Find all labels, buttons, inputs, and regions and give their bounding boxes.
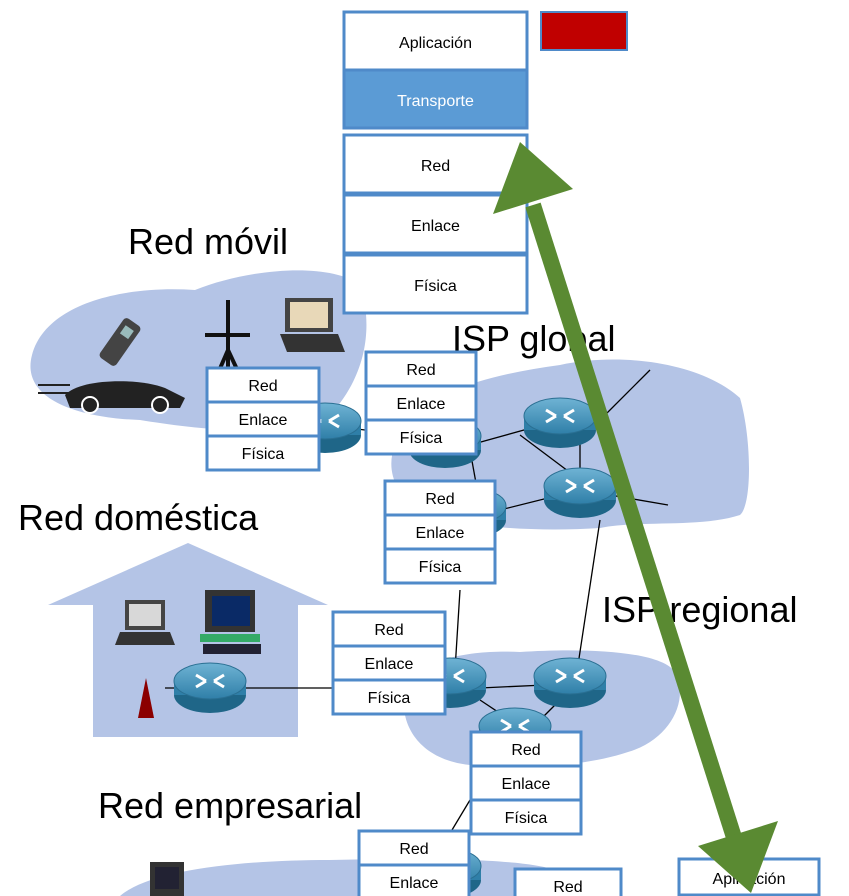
router-global-2 — [522, 396, 598, 450]
layer-transport: Transporte — [397, 93, 474, 110]
layer-link: Enlace — [411, 218, 460, 235]
global-isp-label: ISP global — [452, 318, 615, 359]
svg-text:Física: Física — [400, 430, 443, 447]
router-stack-mobile: Red Enlace Física — [205, 366, 321, 472]
svg-text:Física: Física — [368, 690, 411, 707]
svg-text:Red: Red — [511, 742, 540, 759]
svg-text:Red: Red — [399, 841, 428, 858]
enterprise-network-cloud — [120, 859, 560, 896]
enterprise-network-label: Red empresarial — [98, 785, 362, 826]
svg-text:Red: Red — [374, 622, 403, 639]
svg-text:Enlace: Enlace — [397, 396, 446, 413]
router-home — [172, 661, 248, 715]
host-protocol-stack: Aplicación Transporte Red Enlace Física — [342, 10, 529, 315]
regional-isp-label: ISP regional — [602, 589, 797, 630]
svg-text:Enlace: Enlace — [365, 656, 414, 673]
router-stack-regional-2: Red Enlace Física — [469, 730, 583, 836]
router-stack-global-2: Red Enlace Física — [383, 479, 497, 585]
router-global-3 — [542, 466, 618, 520]
router-regional-2 — [532, 656, 608, 710]
layer-application: Aplicación — [399, 35, 472, 52]
car-icon — [38, 381, 185, 414]
svg-text:Enlace: Enlace — [416, 525, 465, 542]
desktop-computer-icon — [150, 862, 184, 896]
layer-physical: Física — [414, 278, 457, 295]
wireless-access-point-icon — [138, 678, 154, 718]
svg-text:Enlace: Enlace — [502, 776, 551, 793]
home-network-label: Red doméstica — [18, 497, 259, 538]
svg-text:Enlace: Enlace — [390, 875, 439, 892]
layer-network: Red — [421, 158, 450, 175]
router-stack-enterprise: Red Enlace — [357, 829, 471, 896]
cell-phone-icon — [99, 318, 141, 366]
desktop-computer-icon — [200, 590, 261, 654]
svg-text:Red: Red — [553, 879, 582, 896]
mobile-network-label: Red móvil — [128, 221, 288, 262]
laptop-icon — [280, 298, 345, 352]
transport-communication-arrow — [493, 142, 778, 893]
svg-text:Enlace: Enlace — [239, 412, 288, 429]
svg-text:Red: Red — [425, 491, 454, 508]
svg-text:Física: Física — [505, 810, 548, 827]
router-stack-global-1: Red Enlace Física — [364, 350, 478, 456]
laptop-icon — [115, 600, 175, 645]
svg-text:Red: Red — [406, 362, 435, 379]
svg-text:Red: Red — [248, 378, 277, 395]
svg-text:Física: Física — [419, 559, 462, 576]
data-marker — [540, 11, 628, 51]
router-stack-regional-1: Red Enlace Física — [331, 610, 447, 716]
router-stack-enterprise-2: Red — [513, 867, 623, 896]
svg-text:Física: Física — [242, 446, 285, 463]
